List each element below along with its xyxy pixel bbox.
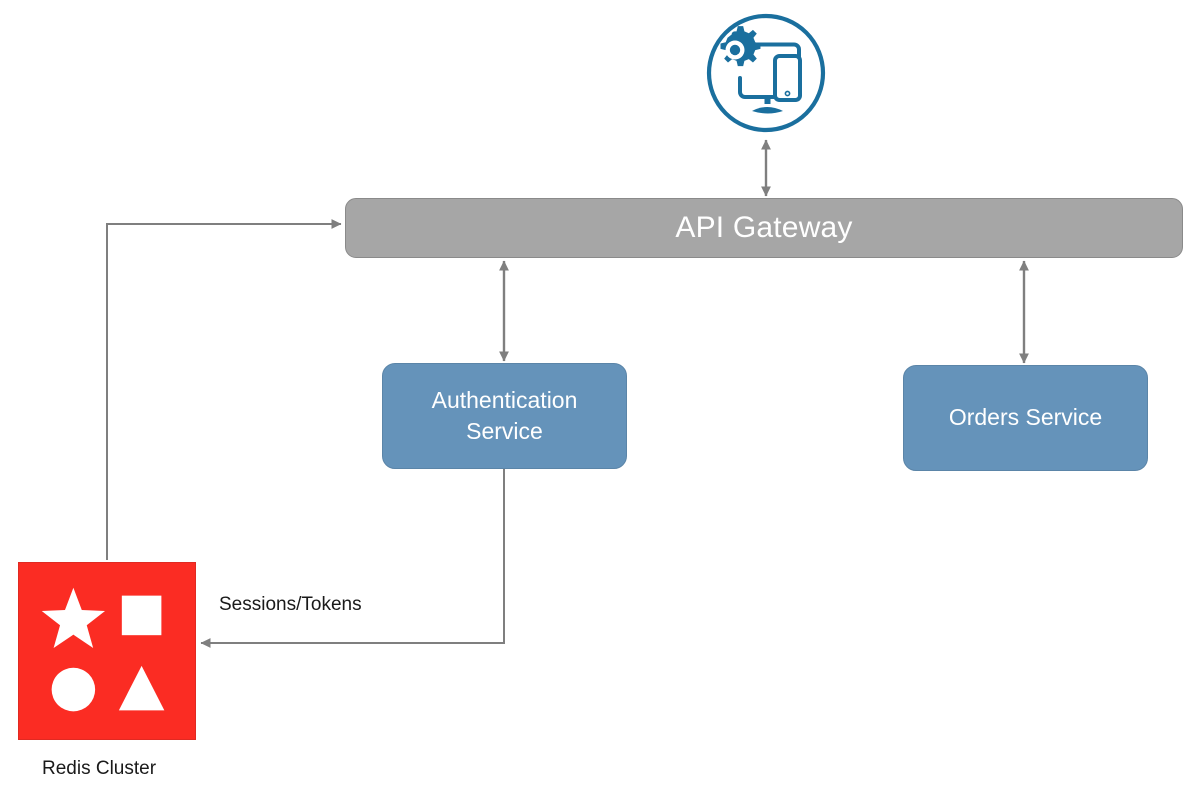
- edge-label-sessions-tokens: Sessions/Tokens: [219, 594, 362, 615]
- edge-redis-to-gateway: [106, 219, 342, 560]
- api-gateway-label: API Gateway: [675, 211, 853, 244]
- authentication-service-label-line2: Service: [466, 418, 543, 444]
- smartphone-icon: [773, 54, 802, 102]
- gear-icon: [720, 26, 761, 67]
- client-devices-glyph: [706, 13, 826, 133]
- client-devices-icon: [705, 12, 827, 134]
- monitor-base-icon: [752, 107, 783, 114]
- smartphone-home-button-icon: [784, 90, 791, 97]
- orders-service-label: Orders Service: [948, 404, 1103, 431]
- authentication-service-label: Authentication Service: [422, 385, 588, 447]
- authentication-service-label-line1: Authentication: [431, 386, 578, 413]
- edge-auth-service-to-redis: [200, 469, 505, 648]
- star-icon: [41, 587, 106, 649]
- monitor-neck-icon: [764, 97, 771, 104]
- circle-icon: [51, 667, 96, 712]
- redis-cluster-caption: Redis Cluster: [42, 758, 157, 779]
- node-api-gateway[interactable]: API Gateway: [345, 198, 1183, 258]
- node-authentication-service[interactable]: Authentication Service: [382, 363, 627, 469]
- node-redis-cluster[interactable]: [18, 562, 196, 740]
- square-icon: [121, 595, 162, 636]
- triangle-icon: [118, 665, 165, 711]
- redis-shapes-group: [41, 587, 165, 712]
- node-orders-service[interactable]: Orders Service: [903, 365, 1148, 471]
